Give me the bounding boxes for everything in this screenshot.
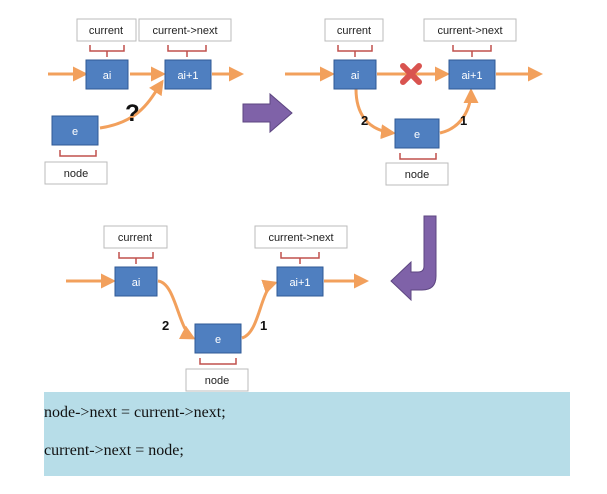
panel-after-insert: current current->next ai ai+1 e 2 1 node <box>66 225 369 392</box>
label-current-next: current->next <box>437 25 502 37</box>
bent-arrow-icon <box>390 215 437 302</box>
label-current: current <box>89 25 123 37</box>
node-ai1-text: ai+1 <box>177 70 198 82</box>
bracket-current-next <box>280 252 320 264</box>
arrow-ai-to-e <box>354 88 396 140</box>
label-box-current-next <box>138 18 232 42</box>
node-e-text: e <box>72 126 78 138</box>
label-box-current <box>76 18 137 42</box>
node-ai1-text: ai+1 <box>289 277 310 289</box>
node-e-text: e <box>215 334 221 346</box>
node-ai <box>114 266 158 297</box>
node-ai-text: ai <box>351 70 360 82</box>
question-mark: ? <box>125 100 140 127</box>
bracket-node <box>59 150 97 157</box>
label-node: node <box>405 169 429 181</box>
label-current-next: current->next <box>268 232 333 244</box>
arrow-e-to-ai1 <box>99 79 164 130</box>
code-line-2: current->next = node; <box>44 442 184 459</box>
node-ai-text: ai <box>132 277 141 289</box>
label-box-node <box>44 161 108 185</box>
label-box-current <box>324 18 384 42</box>
arrow-ai-to-e <box>157 279 196 340</box>
label-box-current-next <box>254 225 348 249</box>
node-ai1 <box>276 266 324 297</box>
code-block: node->next = current->next; current->nex… <box>44 392 570 476</box>
bracket-current-next <box>452 45 492 57</box>
step-2: 2 <box>162 318 169 333</box>
arrow-e-to-ai1 <box>439 88 479 135</box>
panel-before-insert: current current->next ai ai+1 e ? node <box>44 18 244 185</box>
right-arrow-icon <box>242 92 293 134</box>
node-ai <box>85 59 129 90</box>
label-current-next: current->next <box>152 25 217 37</box>
node-ai1-text: ai+1 <box>461 70 482 82</box>
label-box-node <box>385 162 449 186</box>
label-node: node <box>205 375 229 387</box>
panel-during-insert: current current->next ai ai+1 e 2 1 node <box>285 18 543 186</box>
step-1: 1 <box>460 113 467 128</box>
node-ai-text: ai <box>103 70 112 82</box>
code-line-1: node->next = current->next; <box>44 404 226 421</box>
node-ai1 <box>164 59 212 90</box>
bracket-current-next <box>167 45 207 57</box>
label-box-current-next <box>423 18 517 42</box>
bracket-current <box>337 45 373 57</box>
node-e <box>51 115 99 146</box>
bracket-node <box>199 358 237 365</box>
bracket-node <box>399 153 437 160</box>
node-e <box>394 118 440 149</box>
step-2: 2 <box>361 113 368 128</box>
label-box-node <box>185 368 249 392</box>
label-current: current <box>118 232 152 244</box>
cross-icon <box>400 63 422 85</box>
arrow-e-to-ai1 <box>241 279 278 340</box>
bracket-current <box>118 252 154 264</box>
node-e-text: e <box>414 129 420 141</box>
step-1: 1 <box>260 318 267 333</box>
node-ai1 <box>448 59 496 90</box>
node-e <box>194 323 242 354</box>
node-ai <box>333 59 377 90</box>
label-current: current <box>337 25 371 37</box>
label-box-current <box>103 225 168 249</box>
bracket-current <box>89 45 125 57</box>
label-node: node <box>64 168 88 180</box>
